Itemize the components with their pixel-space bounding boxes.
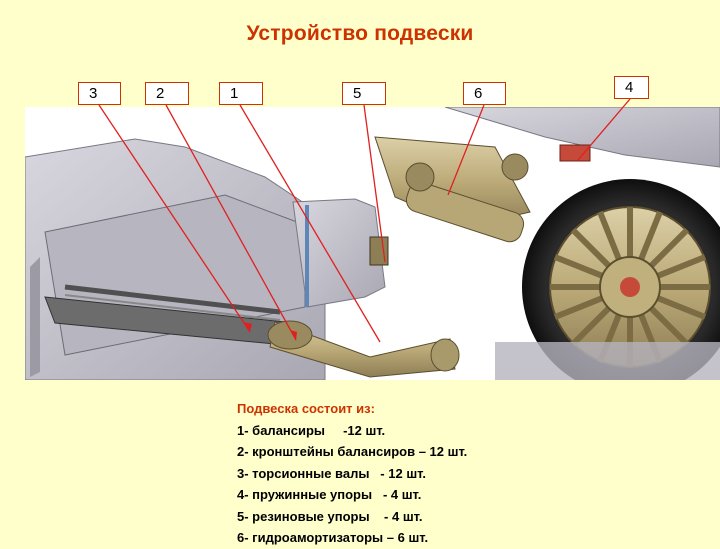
callout-label-shock-absorber: 6	[463, 82, 506, 105]
legend-item: 6- гидроамортизаторы – 6 шт.	[237, 530, 429, 545]
callout-label-torsion-shaft: 3	[78, 82, 121, 105]
suspension-illustration	[25, 107, 720, 380]
legend-item: 4- пружинные упоры - 4 шт.	[237, 487, 422, 502]
legend-item: 1- балансиры -12 шт.	[237, 422, 386, 438]
road-wheel-shape	[522, 179, 720, 380]
callout-label-spring-stop: 4	[614, 76, 649, 99]
legend-heading: Подвеска состоит из:	[237, 401, 375, 416]
parts-legend: Подвеска состоит из: 1- балансиры -12 шт…	[237, 398, 657, 549]
legend-item: 5- резиновые упоры - 4 шт.	[237, 508, 423, 524]
legend-item: 3- торсионные валы - 12 шт.	[237, 465, 426, 481]
slide-title: Устройство подвески	[246, 22, 474, 45]
legend-item: 2- кронштейны балансиров – 12 шт.	[237, 444, 468, 459]
callout-label-balancer: 1	[219, 82, 263, 105]
callout-label-balancer-bracket: 2	[145, 82, 189, 105]
callout-label-rubber-stop: 5	[342, 82, 386, 105]
